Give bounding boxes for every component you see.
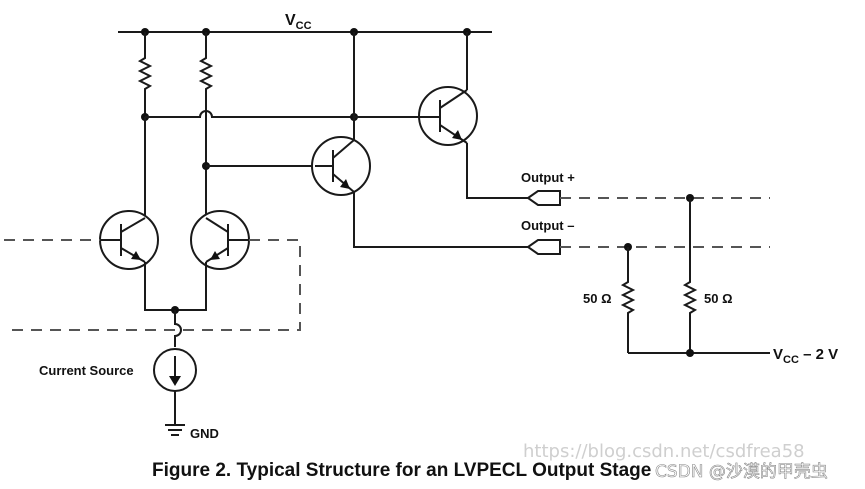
current-source-label: Current Source [39,363,134,378]
resistor-label-left: 50 Ω [583,291,612,306]
gnd-label: GND [190,426,219,441]
transistor-q3 [311,136,371,196]
transistor-q1 [99,210,159,270]
termination-network [620,194,770,357]
figure-caption: Figure 2. Typical Structure for an LVPEC… [152,460,651,481]
input-trace-right [4,239,301,331]
current-source [153,348,197,425]
transistor-q2 [190,210,250,270]
pullup-resistor-left [137,32,153,117]
vcc-minus-2v-label: VCC – 2 V [773,346,838,366]
emitter-tail [144,262,207,347]
csdn-watermark: CSDN @沙漠的甲壳虫 [655,462,828,482]
transistor-q4 [418,86,478,146]
pullup-resistor-right [198,32,214,110]
output-minus-wire [353,192,528,248]
ground-icon [165,424,185,436]
watermark-url: https://blog.csdn.net/csdfrea58 [523,441,805,462]
collector-left-net [141,110,420,218]
collector-right-net [202,110,315,218]
vcc-label: VCC [285,12,312,32]
output-minus-connector [526,239,561,255]
resistor-label-right: 50 Ω [704,291,733,306]
output-plus-wire [466,143,528,199]
output-plus-connector [526,190,561,206]
output-plus-label: Output + [521,170,575,185]
output-minus-label: Output – [521,218,574,233]
